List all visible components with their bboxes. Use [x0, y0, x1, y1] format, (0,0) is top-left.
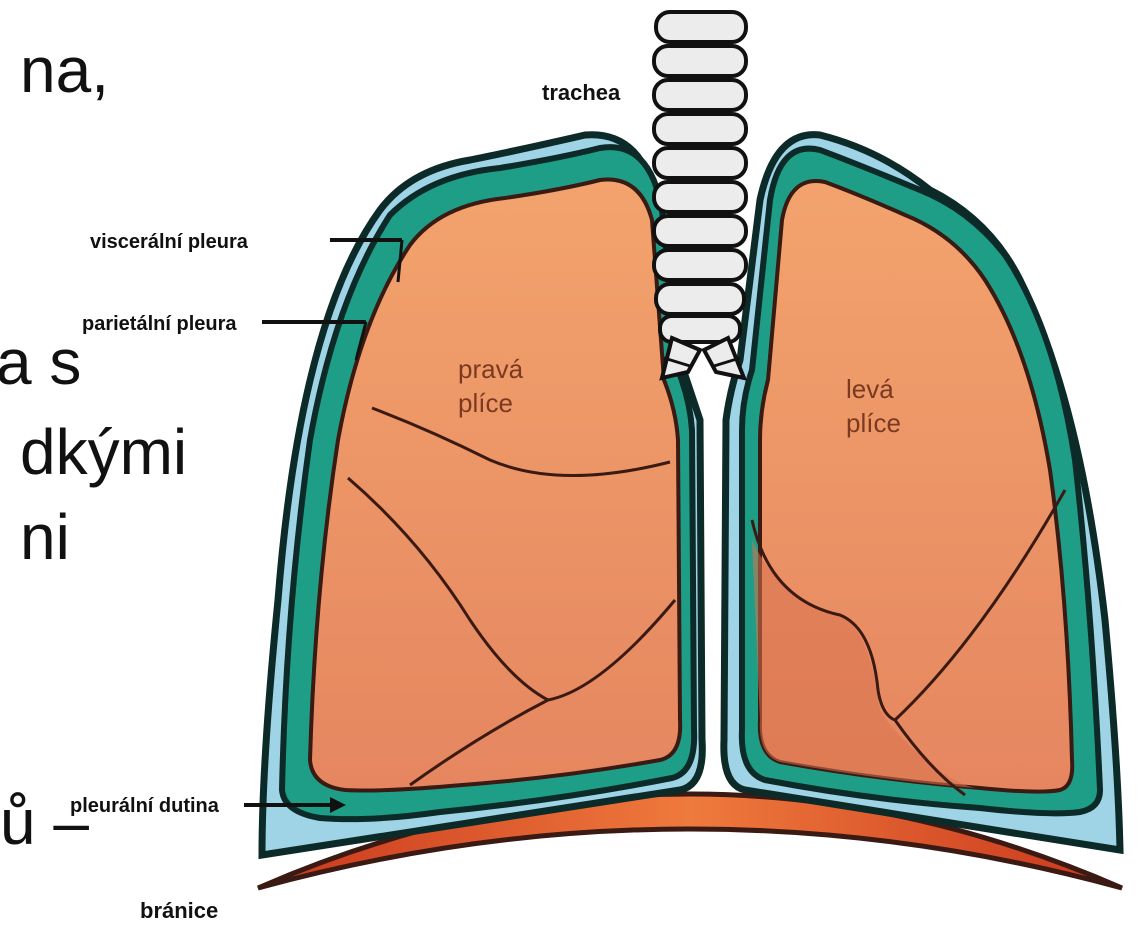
left-lung-label-2: plíce	[846, 408, 901, 438]
parietal-pleura-label: parietální pleura	[82, 313, 237, 335]
visceral-pleura-label: viscerální pleura	[90, 231, 249, 253]
pleural-cavity-label: pleurální dutina	[70, 795, 220, 817]
right-lung-label-1: pravá	[458, 354, 524, 384]
trachea-label: trachea	[542, 80, 621, 105]
diaphragm-label: bránice	[140, 898, 218, 923]
trachea-rings	[654, 12, 746, 342]
right-lung-label-2: plíce	[458, 388, 513, 418]
left-lung-label-1: levá	[846, 374, 894, 404]
